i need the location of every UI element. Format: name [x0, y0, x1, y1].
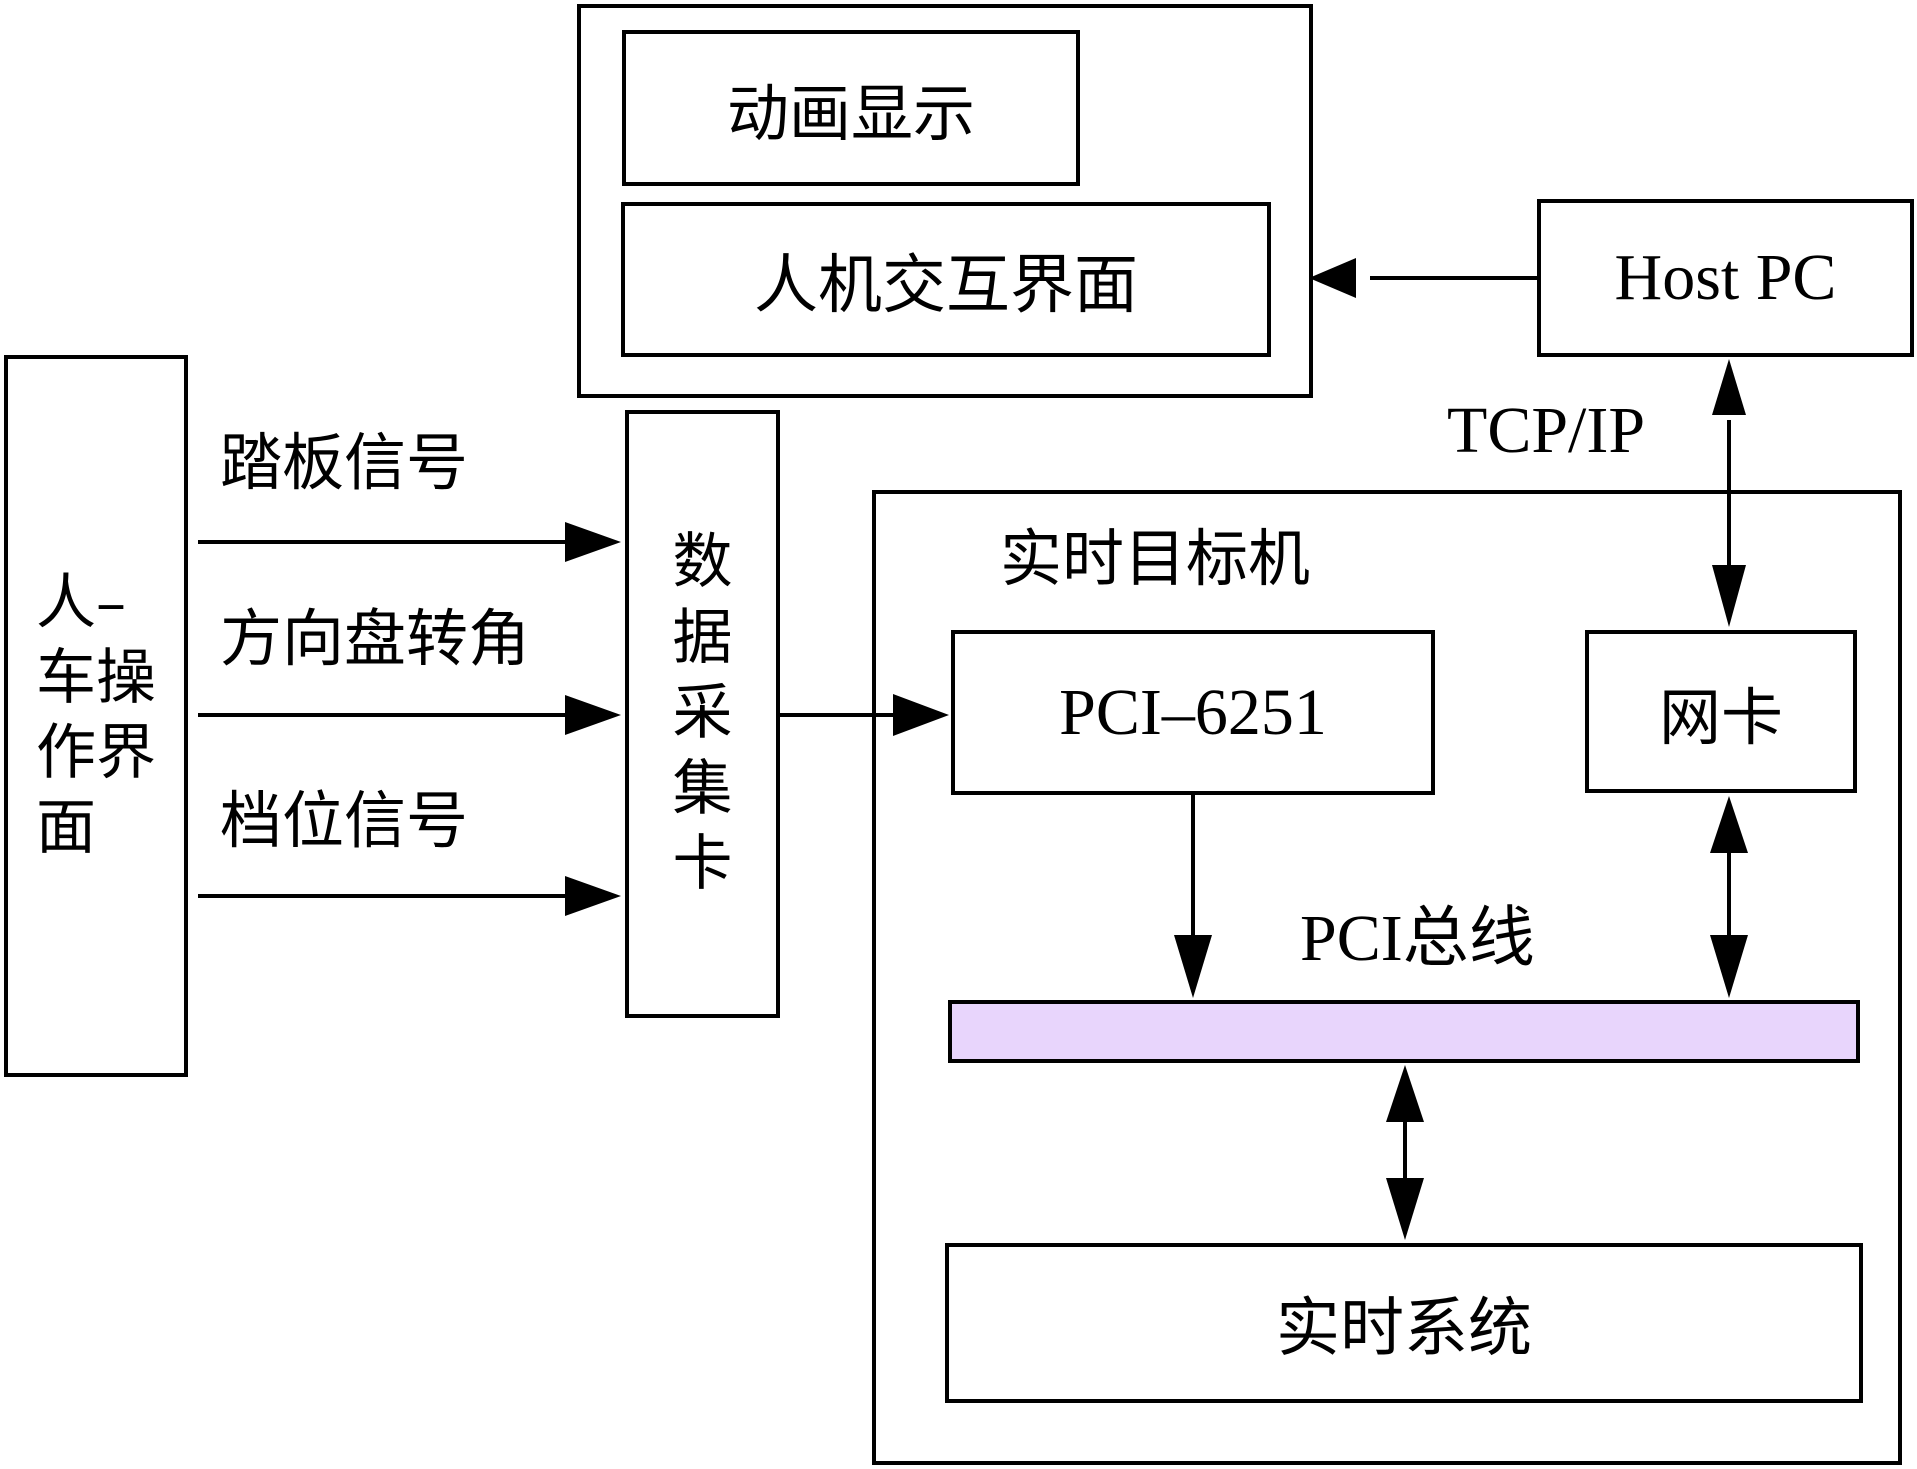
arrowhead-gear — [565, 876, 621, 916]
animation-display-label: 动画显示 — [726, 77, 975, 150]
realtime-system-box: 实时系统 — [945, 1243, 1863, 1403]
tcpip-label: TCP/IP — [1447, 394, 1646, 467]
host-pc-label: Host PC — [1614, 241, 1837, 314]
host-display-group — [577, 4, 1313, 398]
pci-6251-box: PCI–6251 — [951, 630, 1435, 795]
arrowhead-hmi-in — [1309, 258, 1356, 298]
arrowhead-nic-up — [1710, 796, 1748, 853]
signal-label-gear: 档位信号 — [220, 784, 469, 857]
arrowhead-bus-from-nic — [1710, 935, 1748, 998]
signal-label-steering: 方向盘转角 — [220, 602, 531, 675]
target-machine-title: 实时目标机 — [1000, 522, 1311, 595]
daq-char-2: 据 — [672, 602, 733, 673]
nic-box: 网卡 — [1585, 630, 1857, 793]
arrowhead-bus-up — [1386, 1065, 1424, 1122]
arrowhead-steering — [565, 695, 621, 735]
pci-bus-bar — [948, 1000, 1860, 1063]
arrowhead-nic-down — [1712, 565, 1746, 627]
arrowhead-realtime-down — [1386, 1178, 1424, 1240]
pci-6251-label: PCI–6251 — [1059, 675, 1327, 749]
host-pc-box: Host PC — [1537, 199, 1914, 357]
arrowhead-hostpc-up — [1712, 359, 1746, 415]
animation-display-box: 动画显示 — [622, 30, 1080, 186]
arrowhead-bus-from-pci — [1174, 935, 1212, 998]
daq-char-3: 采 — [672, 678, 733, 749]
operator-line-4: 面 — [36, 793, 96, 863]
realtime-system-label: 实时系统 — [1276, 1292, 1532, 1366]
hmi-label: 人机交互界面 — [754, 248, 1138, 323]
daq-char-1: 数 — [672, 527, 733, 598]
operator-line-2: 车操 — [36, 643, 156, 713]
realtime-target-machine-box — [872, 490, 1902, 1465]
hmi-box: 人机交互界面 — [621, 202, 1271, 357]
daq-card-box: 数 据 采 集 卡 — [625, 410, 780, 1018]
operator-interface-box: 人– 车操 作界 面 — [4, 355, 188, 1077]
operator-interface-label: 人– 车操 作界 面 — [36, 566, 156, 866]
nic-label: 网卡 — [1658, 680, 1783, 754]
pci-bus-label: PCI总线 — [1300, 902, 1535, 975]
operator-line-1: 人– — [36, 568, 126, 638]
daq-char-5: 卡 — [672, 829, 733, 900]
signal-label-pedal: 踏板信号 — [220, 426, 469, 499]
operator-line-3: 作界 — [36, 718, 156, 788]
arrowhead-pci6251-in — [893, 694, 949, 736]
daq-char-4: 集 — [672, 753, 733, 824]
arrowhead-pedal — [565, 522, 621, 562]
